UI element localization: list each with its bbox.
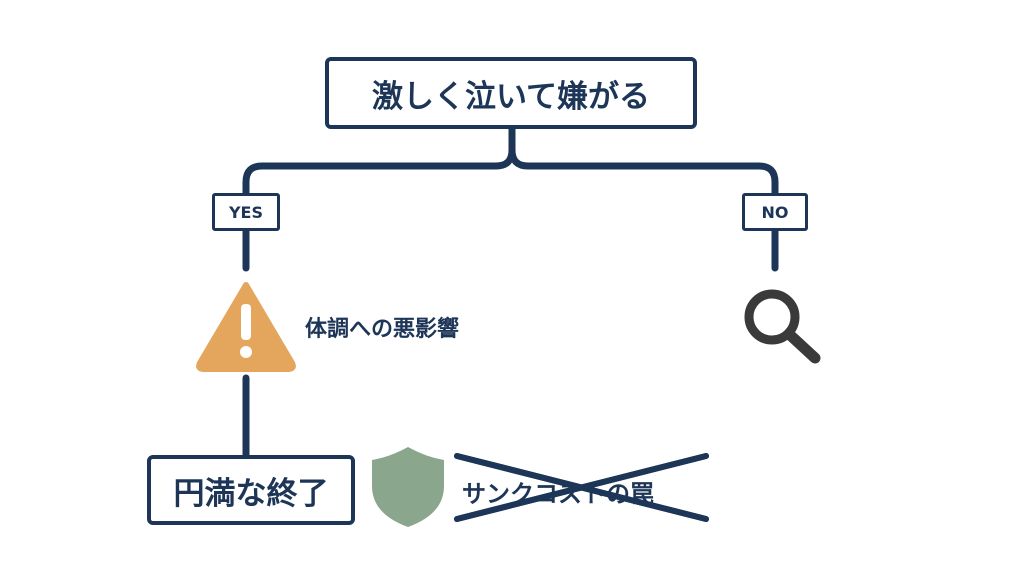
- yes-label: YES: [228, 202, 264, 222]
- no-label: NO: [761, 202, 789, 222]
- root-question-box: 激しく泣いて嫌がる: [325, 57, 697, 129]
- yes-branch-line: [242, 162, 500, 197]
- yes-branch-tag: YES: [212, 193, 280, 231]
- rejected-option-label: サンクコストの罠: [462, 480, 654, 508]
- root-question-label: 激しく泣いて嫌がる: [371, 78, 651, 115]
- connectors: [242, 125, 779, 459]
- warning-icon: [196, 282, 296, 372]
- no-branch-tag: NO: [742, 193, 808, 231]
- shield-icon: [372, 447, 444, 527]
- health-risk-label: 体調への悪影響: [305, 317, 460, 342]
- outcome-label: 円満な終了: [173, 475, 329, 512]
- magnifier-icon: [744, 289, 821, 364]
- outcome-box: 円満な終了: [147, 455, 355, 525]
- no-branch-line: [508, 146, 779, 197]
